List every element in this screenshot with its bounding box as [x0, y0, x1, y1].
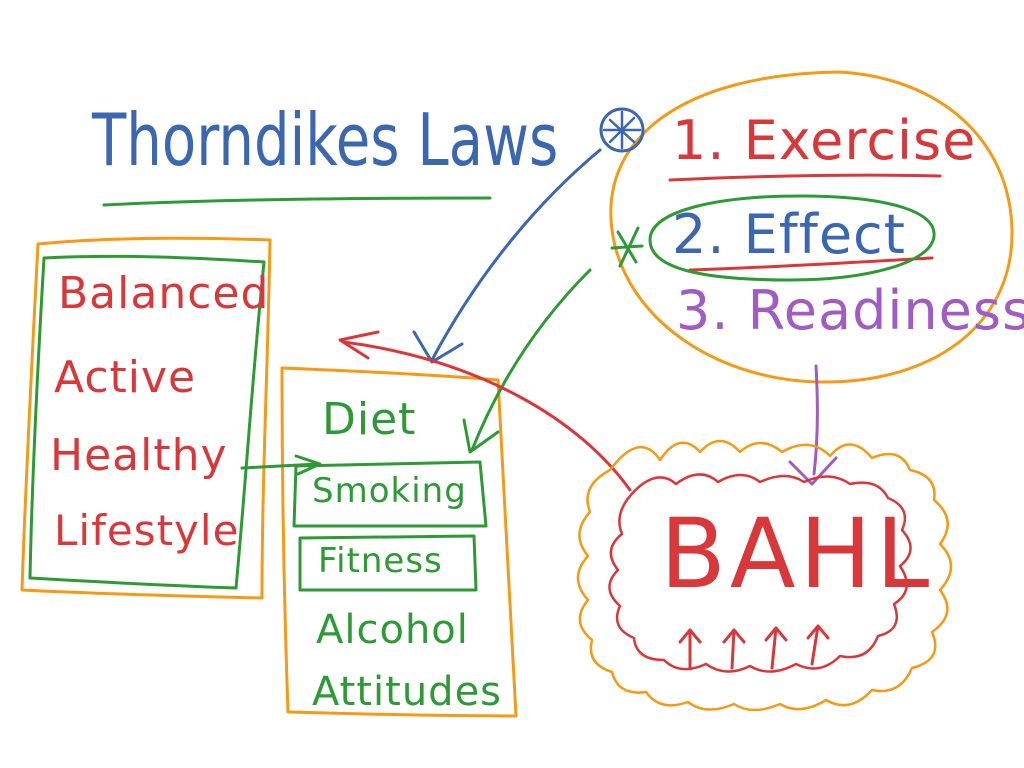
arrow-effect-to-diet-head: [462, 418, 500, 454]
law-effect: 2. Effect: [672, 203, 906, 266]
diagram-title: Thorndikes Laws: [92, 98, 559, 182]
bahl-acronym: BAHL: [660, 498, 934, 610]
exercise-underline: [668, 173, 942, 182]
arrow-readiness-to-bahl: [812, 364, 819, 476]
bahl-burst-outer: [576, 439, 953, 712]
factors-box: [280, 366, 518, 718]
effect-highlight-ellipse: [648, 194, 936, 282]
law-exercise: 1. Exercise: [672, 109, 977, 172]
title-underline: [102, 196, 492, 207]
arrow-healthy-to-smoking-head: [294, 454, 322, 476]
arrow-exercise-to-factors: [430, 148, 602, 362]
arrow-readiness-to-bahl-head: [788, 456, 838, 486]
up-arrow-3: [764, 626, 788, 670]
bahl-word-balanced: Balanced: [58, 268, 270, 319]
arrow-bahl-to-factors-head: [338, 330, 380, 360]
factor-fitness: Fitness: [318, 541, 443, 581]
up-arrow-2: [722, 628, 746, 670]
fitness-highlight-box: [298, 534, 478, 592]
up-arrow-4: [806, 624, 830, 666]
factor-alcohol: Alcohol: [316, 607, 469, 653]
bahl-word-lifestyle: Lifestyle: [54, 506, 240, 555]
bahl-box-green: [28, 254, 266, 590]
factor-smoking: Smoking: [312, 471, 467, 511]
arrow-healthy-to-smoking: [240, 462, 320, 470]
bahl-burst-inner: [608, 473, 912, 673]
smoking-highlight-box: [292, 460, 488, 528]
asterisk-marker-blue: [599, 107, 645, 153]
bahl-word-active: Active: [54, 352, 197, 403]
arrow-effect-to-diet: [470, 268, 592, 452]
laws-circle: [609, 70, 1014, 384]
asterisk-marker-green: [610, 226, 644, 268]
law-readiness: 3. Readiness: [676, 279, 1024, 342]
factor-attitudes: Attitudes: [312, 669, 503, 715]
factor-diet: Diet: [322, 394, 417, 445]
arrow-bahl-to-factors: [342, 340, 632, 492]
effect-underline: [688, 256, 934, 272]
bahl-box-orange: [20, 236, 272, 600]
up-arrow-1: [678, 628, 702, 670]
bahl-word-healthy: Healthy: [50, 430, 228, 481]
asterisk-icon: [602, 110, 642, 150]
